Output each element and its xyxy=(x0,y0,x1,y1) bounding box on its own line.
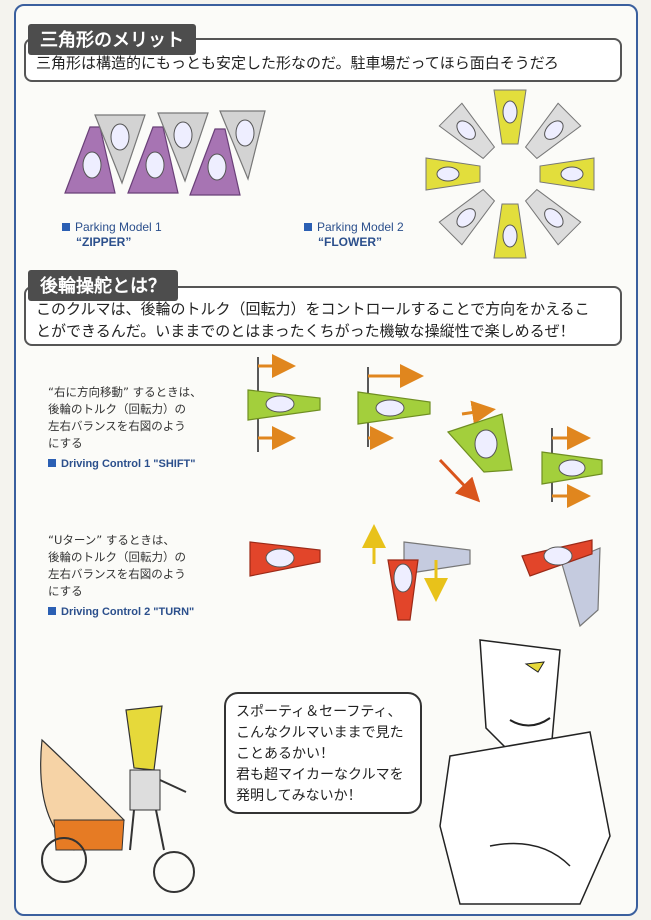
turn-control-illustration xyxy=(249,524,601,628)
gray-car xyxy=(219,110,266,181)
shift-description: “右に方向移動” するときは、 後輪のトルク（回転力）の 左右バランスを右図のよ… xyxy=(48,384,202,452)
parking-model-1-title: Parking Model 1 xyxy=(75,220,162,234)
purple-car xyxy=(189,128,241,196)
purple-car xyxy=(127,126,179,194)
shift-car-3 xyxy=(438,400,513,503)
shift-desc-line1: “右に方向移動” するときは、 xyxy=(48,385,202,399)
section2-title: 後輪操舵とは？ xyxy=(28,270,178,301)
flower-car-yellow xyxy=(493,203,527,259)
robot-rider-illustration xyxy=(40,705,195,893)
shift-desc-line3: 左右バランスを右図のよう xyxy=(48,419,186,433)
speech-line3: ことあるかい！ xyxy=(236,746,334,762)
parking-model-1-name: “ZIPPER” xyxy=(76,235,132,249)
bullet-square-icon xyxy=(48,459,56,467)
flower-car-gray xyxy=(438,102,496,160)
shift-car-2 xyxy=(357,364,431,450)
section2-text-line2: とができるんだ。いままでのとはまったくちがった機敏な操縦性で楽しめるぜ！ xyxy=(36,322,575,340)
shift-control-illustration xyxy=(247,354,603,508)
flower-car-yellow xyxy=(425,157,481,191)
robot-figure xyxy=(125,705,187,851)
shift-car-4 xyxy=(541,426,603,508)
flower-car-yellow xyxy=(493,89,527,145)
character-illustration xyxy=(439,639,611,905)
parking-model-1-label: Parking Model 1 “ZIPPER” xyxy=(62,220,162,250)
speech-line5: 発明してみないか！ xyxy=(236,788,362,804)
flower-car-yellow xyxy=(539,157,595,191)
parking-model-2-label: Parking Model 2 “FLOWER” xyxy=(304,220,404,250)
driving-control-1-text: Driving Control 1 "SHIFT" xyxy=(61,458,196,470)
parking-model-2-title: Parking Model 2 xyxy=(317,220,404,234)
flower-car-gray xyxy=(524,188,582,246)
bullet-square-icon xyxy=(62,223,70,231)
gray-car xyxy=(94,114,146,185)
flower-car-gray xyxy=(524,102,582,160)
turn-desc-line4: にする xyxy=(48,584,83,598)
section1-title: 三角形のメリット xyxy=(28,24,196,55)
bullet-square-icon xyxy=(48,607,56,615)
purple-car xyxy=(64,126,116,194)
parking-model-2-name: “FLOWER” xyxy=(318,235,382,249)
character-head xyxy=(479,639,561,751)
speech-bubble: スポーティ＆セーフティ、 こんなクルマいままで見た ことあるかい！ 君も超マイカ… xyxy=(224,692,422,814)
gray-car xyxy=(157,112,209,183)
driving-control-2-text: Driving Control 2 "TURN" xyxy=(61,606,195,618)
speech-line4: 君も超マイカーなクルマを xyxy=(236,767,404,783)
rider-vehicle xyxy=(40,738,195,893)
turn-desc-line1: “Uターン” するときは、 xyxy=(48,533,175,547)
flower-parking-illustration xyxy=(425,89,595,259)
turn-description: “Uターン” するときは、 後輪のトルク（回転力）の 左右バランスを右図のよう … xyxy=(48,532,186,600)
shift-desc-line4: にする xyxy=(48,436,83,450)
shift-car-1 xyxy=(247,354,321,452)
turn-desc-line2: 後輪のトルク（回転力）の xyxy=(48,550,186,564)
character-body xyxy=(439,731,611,905)
turn-car-3 xyxy=(521,539,601,628)
shift-desc-line2: 後輪のトルク（回転力）の xyxy=(48,402,186,416)
driving-control-2-label: Driving Control 2 "TURN" xyxy=(48,606,194,618)
zipper-parking-illustration xyxy=(64,110,266,196)
driving-control-1-label: Driving Control 1 "SHIFT" xyxy=(48,458,196,470)
turn-desc-line3: 左右バランスを右図のよう xyxy=(48,567,186,581)
turn-car-1 xyxy=(249,541,321,577)
speech-line2: こんなクルマいままで見た xyxy=(236,725,404,741)
bullet-square-icon xyxy=(304,223,312,231)
turn-car-2 xyxy=(362,524,471,621)
section2-text-line1: このクルマは、後輪のトルク（回転力）をコントロールすることで方向をかえるこ xyxy=(36,300,590,318)
speech-line1: スポーティ＆セーフティ、 xyxy=(236,704,402,720)
flower-car-gray xyxy=(438,188,496,246)
